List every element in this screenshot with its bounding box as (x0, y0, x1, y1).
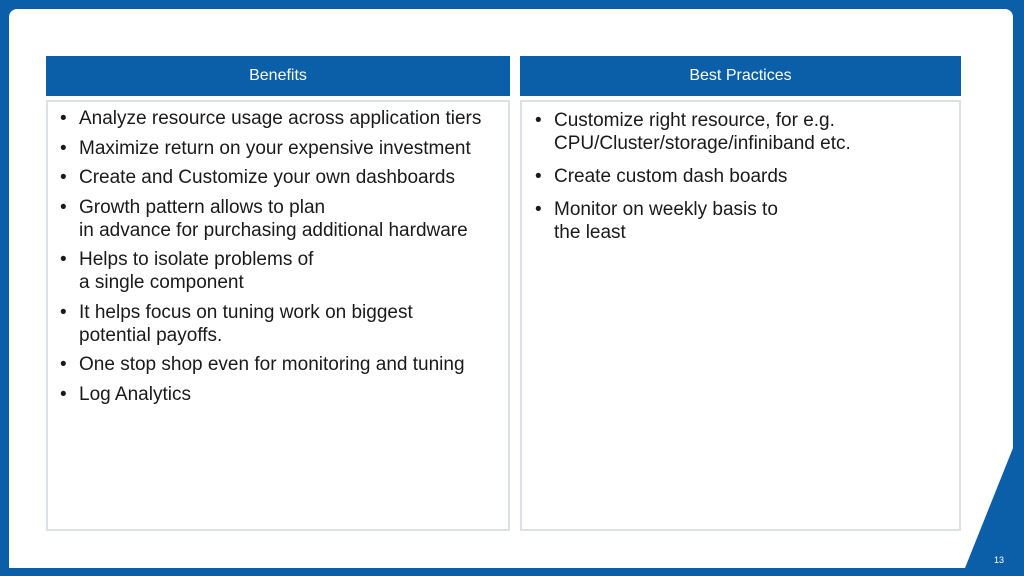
bullet-icon: • (535, 199, 542, 220)
list-item: • Analyze resource usage across applicati… (56, 107, 496, 130)
list-item: • One stop shop even for monitoring and t… (56, 353, 496, 376)
list-item: • Maximize return on your expensive inves… (56, 137, 496, 160)
list-item-text: a single component (79, 272, 244, 293)
benefits-header: Benefits (46, 56, 510, 96)
list-item-text: Maximize return on your expensive invest… (79, 137, 471, 159)
list-item-text: Helps to isolate problems of (79, 249, 314, 270)
bullet-icon: • (60, 167, 67, 188)
bullet-icon: • (60, 108, 67, 129)
list-item-text: Customize right resource, for e.g. (554, 110, 835, 131)
best-practices-panel: • Customize right resource, for e.g.CPU/C… (520, 100, 961, 531)
list-item-text: Analyze resource usage across applicatio… (79, 108, 482, 129)
list-item: • Customize right resource, for e.g.CPU/C… (531, 109, 951, 155)
list-item-text: Log Analytics (79, 383, 191, 405)
list-item-text: Create and Customize your own dashboards (79, 167, 455, 188)
bullet-icon: • (60, 137, 67, 159)
list-item: • Create and Customize your own dashboard… (56, 166, 496, 189)
list-item-text: in advance for purchasing additional har… (79, 219, 468, 241)
bullet-icon: • (60, 196, 67, 218)
list-item-text: the least (554, 222, 626, 243)
list-item-text: potential payoffs. (79, 324, 223, 346)
bullet-icon: • (535, 166, 542, 187)
list-item-text: It helps focus on tuning work on biggest (79, 301, 413, 323)
benefits-list: • Analyze resource usage across applicati… (56, 107, 496, 412)
bullet-icon: • (60, 249, 67, 270)
list-item: • Log Analytics (56, 383, 496, 406)
corner-accent-shape (965, 448, 1013, 568)
list-item: • Create custom dash boards (531, 165, 951, 188)
bullet-icon: • (60, 301, 67, 323)
page-number: 13 (993, 555, 1004, 565)
benefits-title: Benefits (249, 67, 307, 84)
bullet-icon: • (60, 383, 67, 405)
list-item-text: Monitor on weekly basis to (554, 199, 778, 220)
list-item-text: Growth pattern allows to plan (79, 196, 326, 218)
best-practices-list: • Customize right resource, for e.g.CPU/C… (531, 109, 951, 254)
list-item-text: One stop shop even for monitoring and tu… (79, 354, 465, 375)
list-item-text: Create custom dash boards (554, 166, 788, 187)
best-practices-header: Best Practices (520, 56, 961, 96)
bullet-icon: • (535, 110, 542, 131)
benefits-panel: • Analyze resource usage across applicati… (46, 100, 510, 531)
list-item-text: CPU/Cluster/storage/infiniband etc. (554, 133, 851, 154)
list-item: • It helps focus on tuning work on bigges… (56, 301, 496, 347)
best-practices-title: Best Practices (689, 67, 792, 84)
bullet-icon: • (60, 354, 67, 375)
